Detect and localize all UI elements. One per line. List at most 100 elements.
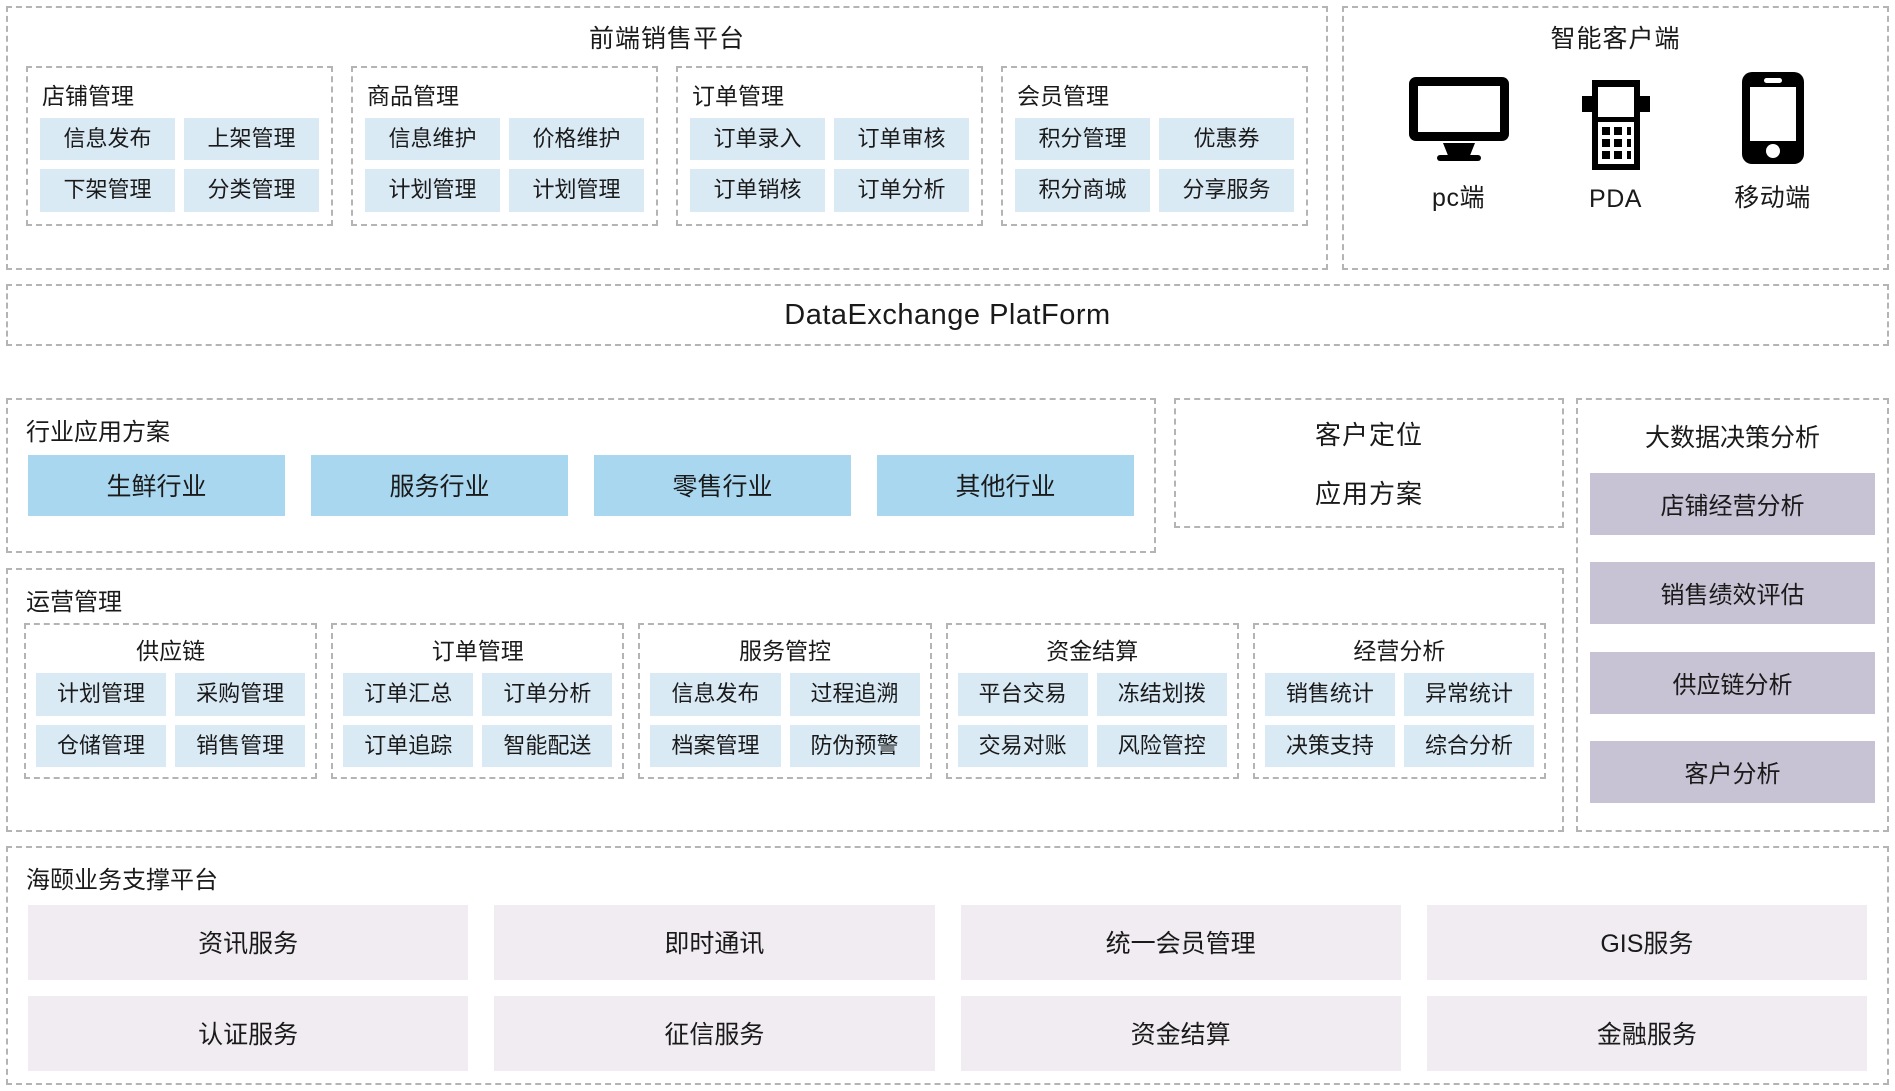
tag-item[interactable]: 订单追踪 [343,724,474,767]
frontend-platform-title: 前端销售平台 [588,25,745,53]
tag-item[interactable]: 智能配送 [482,724,613,767]
device-pc[interactable]: pc端 [1384,70,1534,214]
tag-item[interactable]: 价格维护 [509,117,644,160]
tag-item[interactable]: 积分管理 [1015,117,1150,160]
operations-module-row: 供应链 计划管理 采购管理 仓储管理 销售管理 订单管理 订单汇总 订单分析 订… [22,623,1548,779]
tag-item[interactable]: 销售管理 [175,724,306,767]
ops-module-supply-chain: 供应链 计划管理 采购管理 仓储管理 销售管理 [24,623,318,779]
tag-item[interactable]: 订单分析 [482,673,613,716]
module-label: 商品管理 [367,82,459,109]
tag-item[interactable]: 订单分析 [834,169,969,212]
support-service-item[interactable]: GIS服务 [1426,905,1867,980]
module-label: 供应链 [136,638,206,664]
tag-item[interactable]: 计划管理 [365,169,500,212]
tag-item[interactable]: 过程追溯 [789,673,920,716]
tag-item[interactable]: 订单销核 [690,169,825,212]
device-pda[interactable]: PDA [1541,77,1691,214]
customer-positioning-line1: 客户定位 [1314,420,1423,450]
tag-item[interactable]: 计划管理 [36,673,167,716]
support-service-item[interactable]: 即时通讯 [494,905,935,980]
support-platform-grid: 资讯服务 即时通讯 统一会员管理 GIS服务 认证服务 征信服务 资金结算 金融… [22,901,1873,1071]
tag-item[interactable]: 分类管理 [184,169,319,212]
tag-item[interactable]: 仓储管理 [36,724,167,767]
big-data-title: 大数据决策分析 [1644,424,1820,452]
pda-icon [1576,77,1656,173]
industry-tag-row: 生鲜行业 服务行业 零售行业 其他行业 [22,453,1140,516]
tag-item[interactable]: 计划管理 [509,169,644,212]
module-label: 订单管理 [692,82,784,109]
tag-item[interactable]: 订单审核 [834,117,969,160]
tag-item[interactable]: 风险管控 [1096,724,1227,767]
data-exchange-title: DataExchange PlatForm [784,298,1111,331]
industry-tag[interactable]: 零售行业 [594,455,851,516]
tag-item[interactable]: 订单汇总 [343,673,474,716]
support-service-item[interactable]: 资金结算 [960,996,1401,1071]
support-service-item[interactable]: 认证服务 [28,996,469,1071]
module-tag-grid: 信息维护 价格维护 计划管理 计划管理 [365,117,644,212]
device-mobile[interactable]: 移动端 [1698,70,1848,214]
tag-item[interactable]: 综合分析 [1403,724,1535,767]
module-label: 订单管理 [431,638,524,664]
big-data-item[interactable]: 供应链分析 [1590,651,1875,714]
tag-item[interactable]: 积分商城 [1015,169,1150,212]
device-label: pc端 [1432,183,1485,212]
tag-item[interactable]: 下架管理 [40,169,175,212]
tag-item[interactable]: 交易对账 [957,724,1088,767]
smart-client-title: 智能客户端 [1550,25,1681,53]
tag-item[interactable]: 决策支持 [1264,724,1395,767]
big-data-list: 店铺经营分析 销售绩效评估 供应链分析 客户分析 [1590,464,1875,818]
support-service-item[interactable]: 资讯服务 [28,905,469,980]
big-data-analysis-panel: 大数据决策分析 店铺经营分析 销售绩效评估 供应链分析 客户分析 [1576,398,1889,832]
ops-module-fund-settlement: 资金结算 平台交易 冻结划拨 交易对账 风险管控 [945,623,1239,779]
customer-positioning-line2: 应用方案 [1314,479,1423,509]
tag-item[interactable]: 分享服务 [1159,169,1294,212]
middle-area: 行业应用方案 生鲜行业 服务行业 零售行业 其他行业 客户定位 应用方案 大数据… [6,398,1889,832]
module-tag-grid: 销售统计 异常统计 决策支持 综合分析 [1264,673,1535,767]
tag-item[interactable]: 平台交易 [957,673,1088,716]
tag-item[interactable]: 上架管理 [184,117,319,160]
big-data-item[interactable]: 客户分析 [1590,741,1875,804]
support-service-item[interactable]: 金融服务 [1426,996,1867,1071]
frontend-module-row: 店铺管理 信息发布 上架管理 下架管理 分类管理 商品管理 信息维护 价格维护 … [22,65,1312,226]
tag-item[interactable]: 信息维护 [365,117,500,160]
device-label: 移动端 [1734,183,1811,212]
module-label: 店铺管理 [42,82,134,109]
smart-client-panel: 智能客户端 pc端 [1342,6,1889,270]
big-data-item[interactable]: 店铺经营分析 [1590,472,1875,535]
module-tag-grid: 计划管理 采购管理 仓储管理 销售管理 [36,673,306,767]
tag-item[interactable]: 防伪预警 [789,724,920,767]
module-tag-grid: 信息发布 过程追溯 档案管理 防伪预警 [650,673,920,767]
big-data-item[interactable]: 销售绩效评估 [1590,562,1875,625]
tag-item[interactable]: 信息发布 [40,117,175,160]
tag-item[interactable]: 信息发布 [650,673,781,716]
monitor-icon [1407,70,1511,166]
device-label: PDA [1589,184,1642,213]
industry-tag[interactable]: 其他行业 [877,455,1134,516]
tag-item[interactable]: 订单录入 [690,117,825,160]
module-store-management: 店铺管理 信息发布 上架管理 下架管理 分类管理 [26,65,333,226]
module-tag-grid: 平台交易 冻结划拨 交易对账 风险管控 [957,673,1227,767]
frontend-sales-platform-panel: 前端销售平台 店铺管理 信息发布 上架管理 下架管理 分类管理 商品管理 信息维… [6,6,1328,270]
support-service-item[interactable]: 统一会员管理 [960,905,1401,980]
tag-item[interactable]: 采购管理 [175,673,306,716]
industry-tag[interactable]: 服务行业 [311,455,568,516]
ops-module-service-control: 服务管控 信息发布 过程追溯 档案管理 防伪预警 [638,623,932,779]
industry-solutions-panel: 行业应用方案 生鲜行业 服务行业 零售行业 其他行业 [6,398,1156,553]
mobile-phone-icon [1740,70,1806,166]
support-service-item[interactable]: 征信服务 [494,996,935,1071]
device-row: pc端 [1354,66,1877,214]
support-platform-panel: 海颐业务支撑平台 资讯服务 即时通讯 统一会员管理 GIS服务 认证服务 征信服… [6,846,1889,1085]
tag-item[interactable]: 档案管理 [650,724,781,767]
tag-item[interactable]: 销售统计 [1264,673,1395,716]
industry-solutions-label: 行业应用方案 [26,419,170,446]
customer-positioning-panel: 客户定位 应用方案 [1174,398,1564,528]
tag-item[interactable]: 优惠券 [1159,117,1294,160]
tag-item[interactable]: 冻结划拨 [1096,673,1227,716]
module-order-management: 订单管理 订单录入 订单审核 订单销核 订单分析 [676,65,983,226]
module-label: 服务管控 [739,638,831,664]
module-tag-grid: 订单汇总 订单分析 订单追踪 智能配送 [343,673,613,767]
module-label: 会员管理 [1017,82,1109,109]
tag-item[interactable]: 异常统计 [1403,673,1535,716]
industry-tag[interactable]: 生鲜行业 [28,455,285,516]
